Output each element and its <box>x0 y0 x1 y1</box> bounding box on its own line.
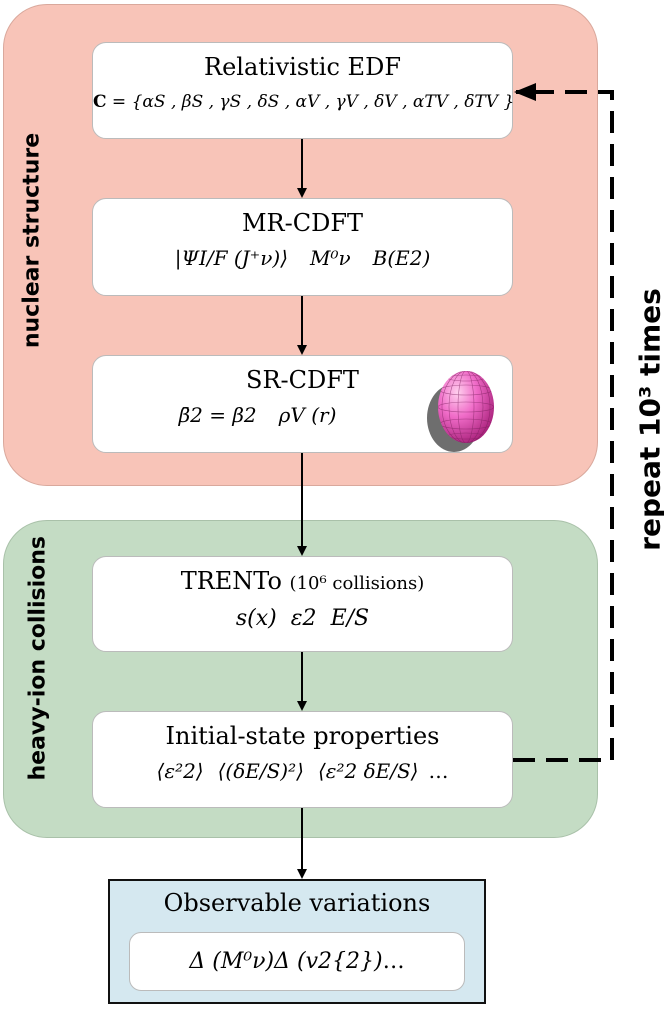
trento-eps: ε2 <box>290 606 317 631</box>
obs-dots: … <box>382 949 405 974</box>
init-title: Initial-state properties <box>165 722 440 750</box>
observable-variations-box: Observable variations Δ (M⁰ν)Δ (v2{2})… <box>108 879 486 1004</box>
trento-s: s(x) <box>235 606 277 631</box>
mr-be2: B(E2) <box>372 246 431 270</box>
trento-collisions: (10⁶ collisions) <box>289 573 425 594</box>
trento-title: TRENTo <box>180 567 282 595</box>
mr-title: MR-CDFT <box>241 209 364 237</box>
mr-nme: M⁰ν <box>310 246 351 270</box>
obs-formula: Δ (M⁰ν)Δ (v2{2})… <box>129 932 465 991</box>
obs-delta-m: Δ (M⁰ν) <box>189 949 275 974</box>
sr-beta: β̄2 = β2 <box>178 403 257 427</box>
sr-rho: ρV (r) <box>278 403 337 427</box>
init-eps2-de-s: ⟨ε²2 δE/S⟩ <box>317 759 419 783</box>
edf-params: {αS , βS , γS , δS , αV , γV , δV , αTV … <box>131 92 515 112</box>
mr-formula: |ΨI/F (J⁺ν)⟩ M⁰ν B(E2) <box>93 245 512 271</box>
edf-equals: = <box>106 92 132 112</box>
sr-title: SR-CDFT <box>246 366 359 394</box>
relativistic-edf-card: Relativistic EDF C = {αS , βS , γS , δS … <box>92 42 515 139</box>
trento-formula: s(x) ε2 E/S <box>93 606 512 632</box>
trento-card: TRENTo (10⁶ collisions) s(x) ε2 E/S <box>92 556 513 652</box>
sr-formula: β̄2 = β2 ρV (r) <box>93 402 422 428</box>
obs-delta-v2: Δ (v2{2}) <box>274 949 383 974</box>
repeat-loop-arrow <box>513 83 614 762</box>
init-eps2: ⟨ε²2⟩ <box>156 759 204 783</box>
init-dots: … <box>428 759 449 783</box>
edf-formula: C = {αS , βS , γS , δS , αV , γV , δV , … <box>93 89 515 115</box>
init-de-s2: ⟨(δE/S)²⟩ <box>217 759 304 783</box>
mr-psi: |ΨI/F (J⁺ν)⟩ <box>174 246 288 270</box>
initial-state-card: Initial-state properties ⟨ε²2⟩⟨(δE/S)²⟩⟨… <box>92 711 513 808</box>
trento-es: E/S <box>330 606 370 631</box>
trento-title-row: TRENTo (10⁶ collisions) <box>93 567 512 598</box>
edf-title: Relativistic EDF <box>204 53 401 81</box>
init-formula: ⟨ε²2⟩ ⟨(δE/S)²⟩ ⟨ε²2 δE/S⟩ … <box>93 758 512 784</box>
obs-title: Observable variations <box>163 889 431 917</box>
deformed-nucleus-image <box>427 371 494 452</box>
mr-cdft-card: MR-CDFT |ΨI/F (J⁺ν)⟩ M⁰ν B(E2) <box>92 198 513 296</box>
edf-c-symbol: C <box>93 92 107 112</box>
